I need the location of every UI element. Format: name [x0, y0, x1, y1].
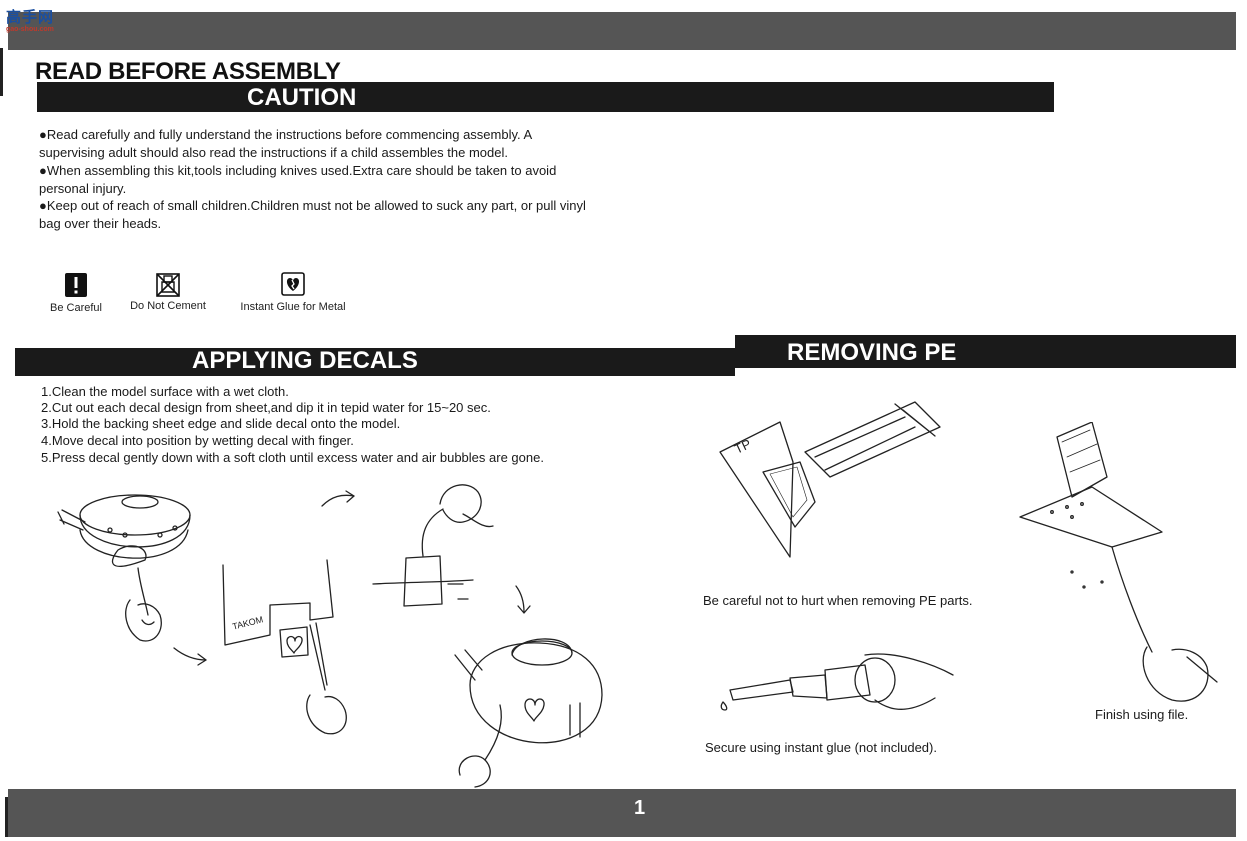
pe-heading: REMOVING PE: [787, 339, 957, 366]
logo-text: 高手网: [6, 8, 55, 26]
instant-glue-illustration: [720, 653, 954, 711]
decal-step-3: 3.Hold the backing sheet edge and slide …: [41, 416, 401, 431]
page-title: READ BEFORE ASSEMBLY: [35, 58, 341, 85]
pe-caption-file: Finish using file.: [1095, 707, 1189, 722]
caution-item-1: ●Read carefully and fully understand the…: [39, 127, 532, 160]
legend-do-not-cement: Do Not Cement: [124, 272, 212, 312]
page-number: 1: [634, 797, 646, 819]
turret-wipe-illustration: [57, 494, 191, 642]
arrow-icon: [321, 490, 355, 507]
decals-bar: APPLYING DECALS: [15, 347, 735, 376]
pe-caption-glue: Secure using instant glue (not included)…: [705, 740, 937, 755]
instant-glue-icon: [281, 272, 305, 296]
legend-be-careful: Be Careful: [40, 272, 112, 314]
file-finish-illustration: [1019, 422, 1218, 702]
caution-item-3: ●Keep out of reach of small children.Chi…: [39, 198, 586, 231]
decal-step-2: 2.Cut out each decal design from sheet,a…: [41, 400, 491, 415]
caution-item-2: ●When assembling this kit,tools includin…: [39, 163, 557, 196]
footer-banner: 1: [8, 789, 1236, 837]
decal-step-1: 1.Clean the model surface with a wet clo…: [41, 384, 289, 399]
left-rule: [0, 48, 3, 96]
top-banner: [8, 12, 1236, 50]
pe-cut-illustration: TP: [719, 401, 941, 558]
turret-press-decal-illustration: [454, 638, 603, 788]
decal-step-4: 4.Move decal into position by wetting de…: [41, 433, 354, 448]
caution-bar: CAUTION: [37, 82, 1054, 112]
legend-label: Do Not Cement: [130, 300, 206, 312]
site-logo[interactable]: 高手网 gao-shou.com: [6, 6, 70, 38]
legend-label: Be Careful: [50, 302, 102, 314]
decal-sheet-cut-illustration: [222, 559, 347, 735]
pe-fret-label: TP: [732, 436, 753, 457]
legend-label: Instant Glue for Metal: [240, 301, 346, 313]
arrow-icon: [173, 647, 207, 666]
arrow-icon: [515, 585, 531, 614]
decal-dip-water-illustration: [372, 484, 494, 607]
warning-icon: [65, 273, 87, 297]
bottom-left-rule: [5, 797, 8, 837]
logo-url: gao-shou.com: [6, 26, 54, 33]
pe-bar: REMOVING PE: [735, 335, 1236, 368]
decal-step-5: 5.Press decal gently down with a soft cl…: [41, 450, 544, 465]
pe-caption-careful: Be careful not to hurt when removing PE …: [703, 593, 973, 608]
legend-instant-glue: Instant Glue for Metal: [236, 272, 350, 313]
no-cement-icon: [156, 273, 180, 297]
decals-heading: APPLYING DECALS: [192, 347, 418, 374]
caution-heading: CAUTION: [247, 84, 357, 111]
